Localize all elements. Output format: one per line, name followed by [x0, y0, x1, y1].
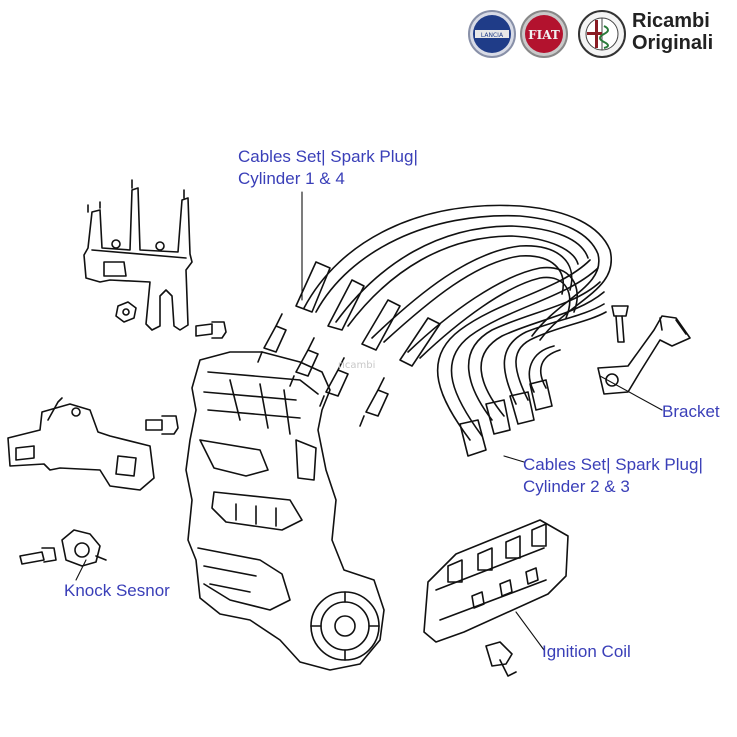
label-cables-1-4-line1: Cables Set| Spark Plug| — [238, 147, 418, 166]
fiat-logo: FIAT — [520, 10, 568, 58]
upper-bracket — [83, 179, 193, 331]
right-bracket-bolt — [611, 305, 629, 343]
svg-text:LANCIA: LANCIA — [481, 32, 504, 39]
knock-sensor-bolt — [19, 547, 57, 565]
label-cables-1-4-line2: Cylinder 1 & 4 — [238, 169, 345, 188]
label-cables-cylinder-2-3: Cables Set| Spark Plug| Cylinder 2 & 3 — [523, 454, 703, 498]
knock-sensor-part — [61, 529, 107, 567]
upper-bolt — [195, 321, 227, 339]
crank-pulley — [310, 591, 380, 661]
right-bracket-part — [597, 315, 691, 395]
leader-lines — [75, 191, 663, 651]
alfa-romeo-logo — [578, 10, 626, 58]
left-plate-bracket — [7, 397, 155, 491]
label-cables-2-3-line2: Cylinder 2 & 3 — [523, 477, 630, 496]
spark-plugs — [257, 313, 389, 427]
small-nut — [115, 301, 137, 323]
left-bolt — [145, 415, 179, 435]
brand-title-line1: Ricambi — [632, 10, 710, 32]
label-cables-cylinder-1-4: Cables Set| Spark Plug| Cylinder 1 & 4 — [238, 146, 418, 190]
label-bracket: Bracket — [662, 402, 720, 421]
ignition-coil-part — [423, 519, 569, 643]
watermark: ricambi — [338, 360, 376, 371]
brand-title: Ricambi Originali — [632, 10, 713, 54]
label-knock-sensor: Knock Sesnor — [64, 581, 170, 600]
svg-text:FIAT: FIAT — [528, 28, 560, 42]
label-ignition-coil: Ignition Coil — [542, 642, 631, 661]
lancia-logo: LANCIA — [468, 10, 516, 58]
brand-title-line2: Originali — [632, 32, 714, 54]
brand-logos: LANCIA FIAT — [468, 10, 626, 58]
coil-bolt — [485, 641, 517, 677]
cable-set-1-4 — [295, 204, 613, 367]
cable-set-2-3 — [436, 259, 607, 457]
label-cables-2-3-line1: Cables Set| Spark Plug| — [523, 455, 703, 474]
